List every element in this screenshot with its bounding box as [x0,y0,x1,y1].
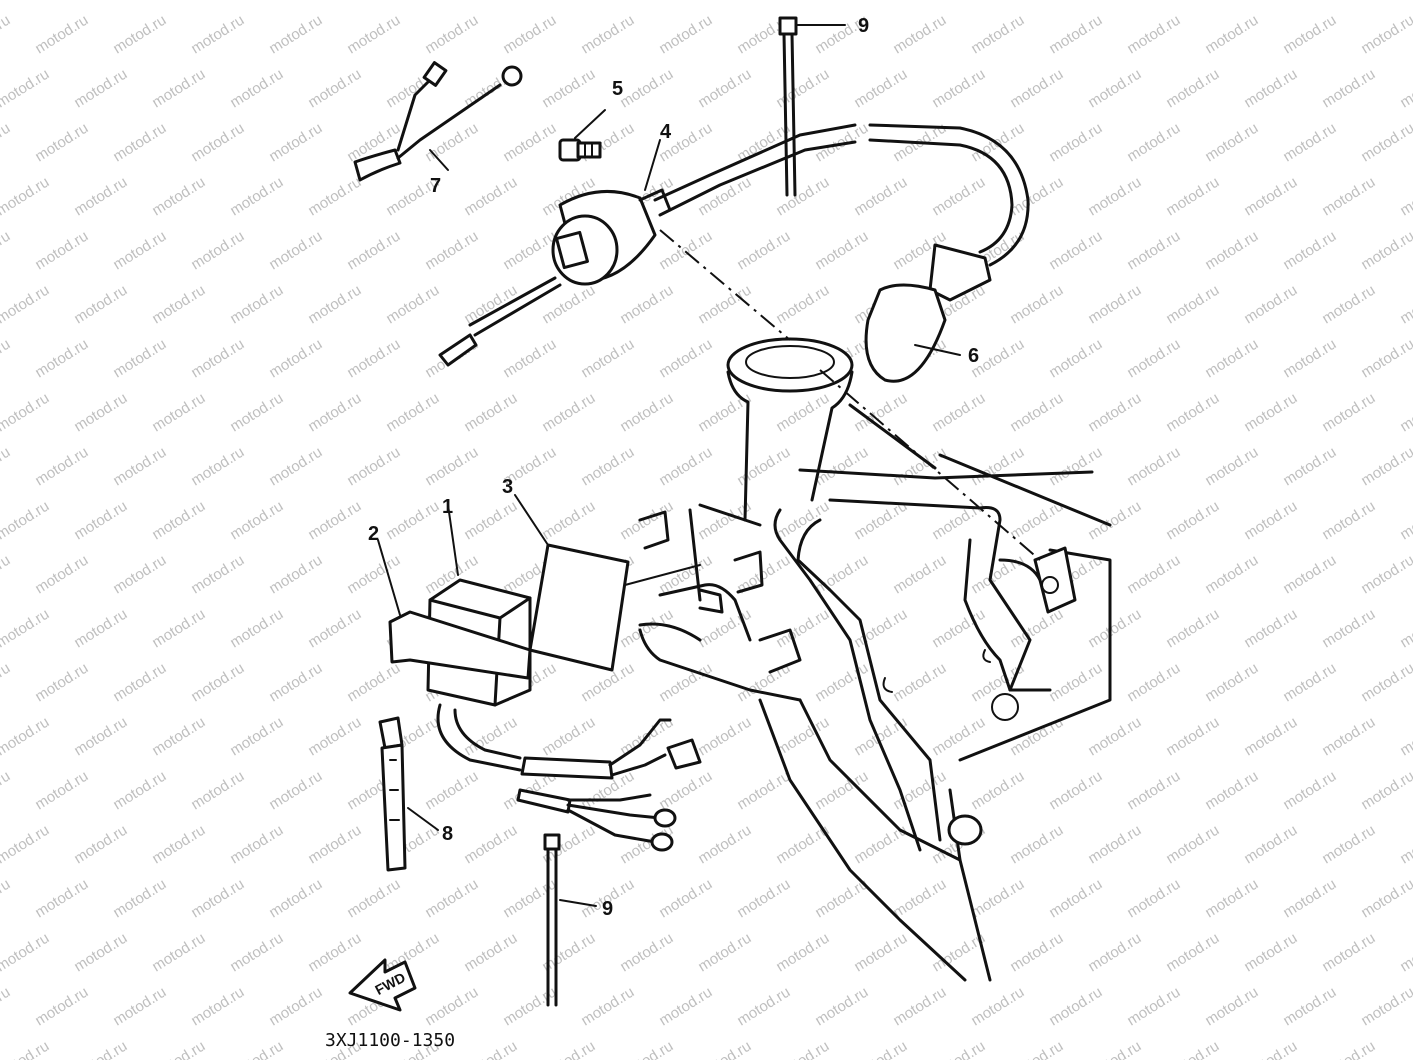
diagram-code: 3XJ1100-1350 [325,1030,455,1051]
callout-4: 4 [660,121,672,143]
part-8-band-strap [378,716,439,872]
assembly-lines [624,229,1041,586]
callout-2: 2 [368,523,379,545]
callout-5: 5 [612,78,623,100]
part-6-plug-cap [864,123,1030,383]
callout-1: 1 [442,496,453,518]
callout-3: 3 [502,476,513,498]
callout-8: 8 [442,823,453,845]
part-9-cable-tie-upper [778,16,846,197]
cdi-wiring [436,703,702,852]
part-7-lead-wire [353,61,523,182]
callout-9-lower: 9 [602,898,613,920]
part-3-rubber-sheet [514,494,630,672]
callout-6: 6 [968,345,979,367]
callout-9-upper: 9 [858,15,869,37]
part-4-ignition-coil [438,123,857,367]
part-5-bolt [558,109,606,162]
frame-bolt-boss [947,814,983,846]
part-2-rubber-band [377,539,532,680]
callout-numbers: 1 2 3 4 5 6 7 8 9 9 [368,15,979,920]
forward-direction-arrow: FWD [348,958,417,1012]
frame-drawing [638,337,1112,982]
part-9-cable-tie-lower [543,833,597,1007]
callout-7: 7 [430,175,441,197]
